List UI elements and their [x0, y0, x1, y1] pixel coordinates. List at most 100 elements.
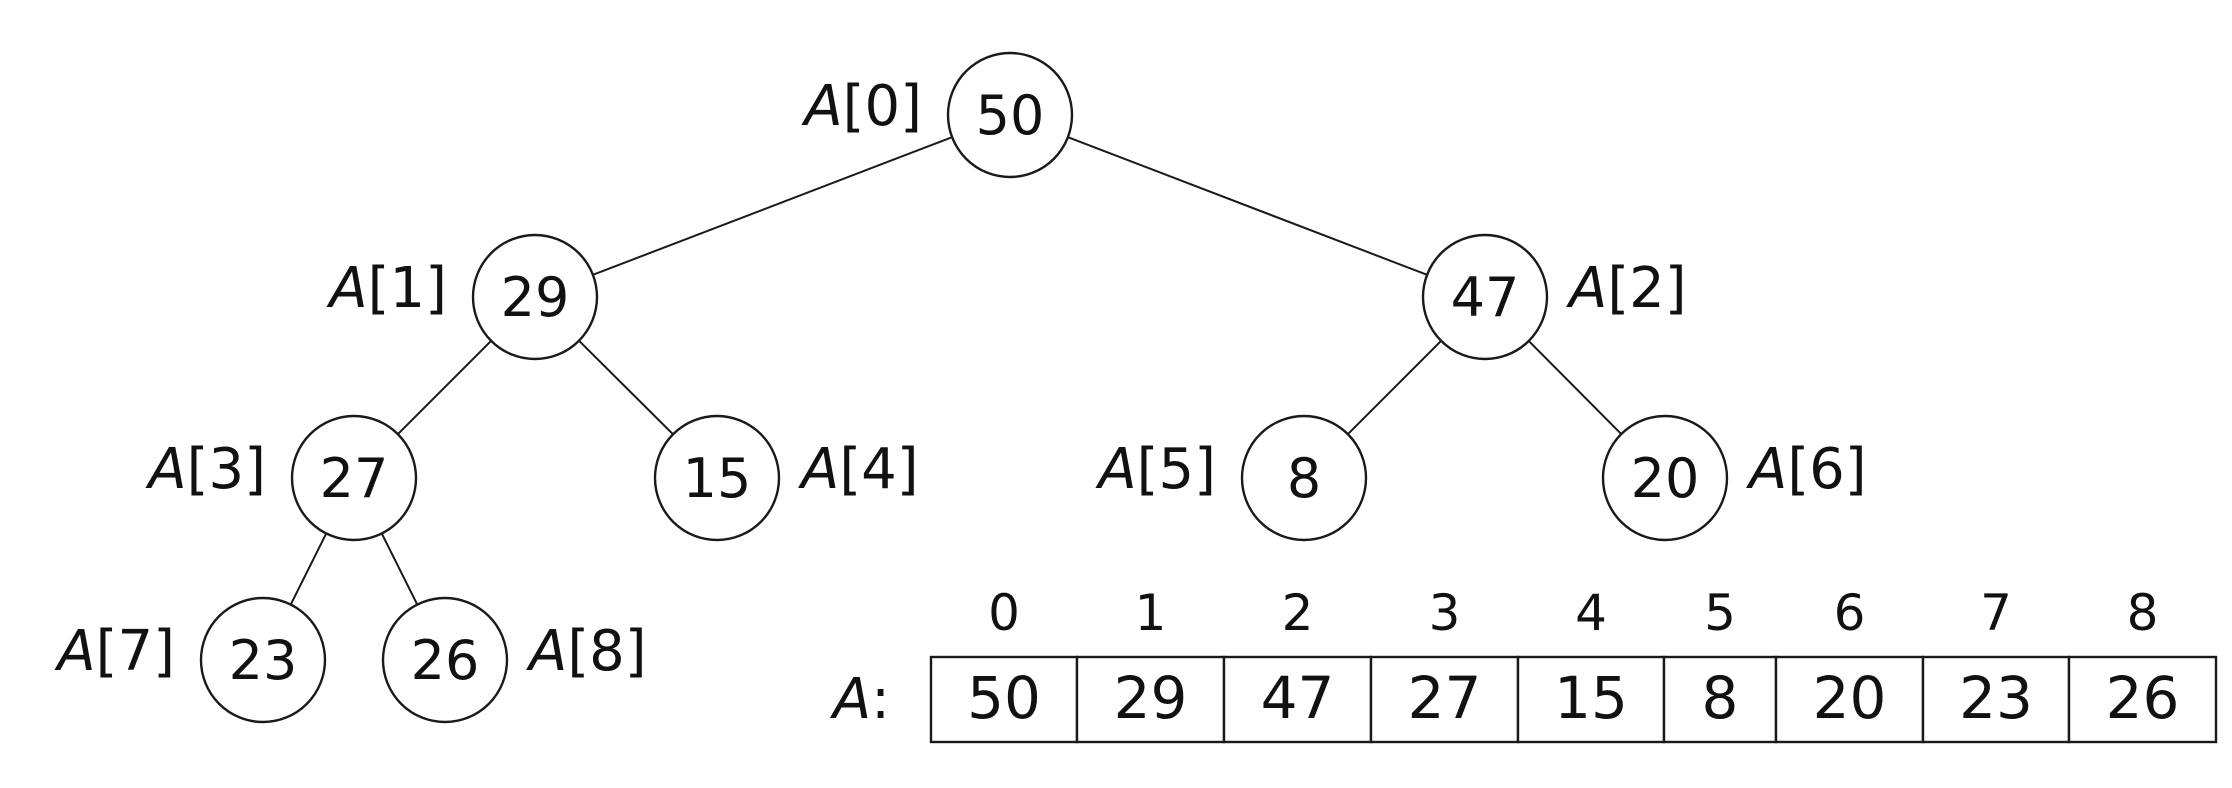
- slot-label-name: A: [1746, 437, 1787, 502]
- slot-label-index: [8]: [567, 619, 646, 684]
- node-circle: [290, 414, 418, 542]
- slot-label-1: A[1]: [326, 256, 447, 321]
- edge-3-8: [380, 533, 419, 605]
- slot-label-name: A: [1566, 256, 1607, 321]
- array-index-label: 2: [1282, 584, 1314, 642]
- node-circle: [1421, 233, 1549, 361]
- slot-label-name: A: [54, 619, 95, 684]
- edge-0-2: [1067, 136, 1428, 276]
- slot-label-index: [6]: [1787, 437, 1866, 502]
- slot-label-name: A: [526, 619, 567, 684]
- slot-label-index: [7]: [96, 619, 175, 684]
- node-value: 20: [1631, 447, 1700, 510]
- array-index-label: 1: [1135, 584, 1167, 642]
- tree-node-4: 15: [653, 414, 781, 542]
- array-cell-box: [1369, 655, 1520, 744]
- tree-node-8: 26: [381, 596, 509, 724]
- array-index-label: 3: [1429, 584, 1461, 642]
- slot-label-index: [5]: [1137, 437, 1216, 502]
- slot-label-index: [3]: [187, 437, 266, 502]
- array-cell-2: 472: [1222, 584, 1373, 744]
- array-index-label: 0: [988, 584, 1020, 642]
- edge-1-3: [397, 340, 492, 435]
- slot-label-index: [0]: [843, 74, 922, 139]
- slot-label-4: A[4]: [798, 437, 919, 502]
- array-cell-box: [2067, 655, 2218, 744]
- array-cell-4: 154: [1516, 584, 1666, 744]
- array-index-label: 6: [1834, 584, 1866, 642]
- slot-label-index: [4]: [839, 437, 918, 502]
- tree-node-6: 20: [1601, 414, 1729, 542]
- array-index-label: 8: [2127, 584, 2159, 642]
- edge-3-7: [289, 533, 328, 605]
- array-cell-value: 50: [967, 664, 1041, 732]
- node-value: 23: [229, 629, 298, 692]
- slot-label-name: A: [798, 437, 839, 502]
- edge-2-5: [1347, 340, 1442, 435]
- tree-node-1: 29: [471, 233, 599, 361]
- edge-0-1: [592, 136, 953, 276]
- node-value: 50: [976, 84, 1045, 147]
- array-cell-box: [1921, 655, 2071, 744]
- array-cell-value: 8: [1702, 664, 1739, 732]
- array-separator: :: [871, 667, 890, 732]
- node-circle: [653, 414, 781, 542]
- slot-label-8: A[8]: [526, 619, 647, 684]
- node-value: 27: [320, 447, 389, 510]
- node-circle: [1601, 414, 1729, 542]
- slot-label-name: A: [1095, 437, 1136, 502]
- array-cell-value: 47: [1261, 664, 1335, 732]
- node-circle: [1240, 414, 1368, 542]
- array-cell-5: 85: [1662, 584, 1778, 744]
- slot-labels: A[0]A[1]A[2]A[3]A[4]A[5]A[6]A[7]A[8]: [54, 74, 1866, 684]
- tree-node-2: 47: [1421, 233, 1549, 361]
- tree-node-5: 8: [1240, 414, 1368, 542]
- slot-label-7: A[7]: [54, 619, 175, 684]
- array-cell-value: 26: [2106, 664, 2180, 732]
- node-value: 8: [1287, 447, 1321, 510]
- slot-label-3: A[3]: [145, 437, 266, 502]
- array-index-label: 4: [1575, 584, 1607, 642]
- array-cell-value: 27: [1408, 664, 1482, 732]
- array-cell-0: 500: [929, 584, 1079, 744]
- node-circle: [381, 596, 509, 724]
- node-circle: [946, 51, 1074, 179]
- array-cell-value: 15: [1554, 664, 1628, 732]
- edge-1-4: [578, 340, 674, 435]
- tree-node-0: 50: [946, 51, 1074, 179]
- slot-label-2: A[2]: [1566, 256, 1687, 321]
- node-circle: [199, 596, 327, 724]
- slot-label-6: A[6]: [1746, 437, 1867, 502]
- array-cell-1: 291: [1075, 584, 1226, 744]
- array-cell-7: 237: [1921, 584, 2071, 744]
- slot-label-5: A[5]: [1095, 437, 1216, 502]
- array-cell-8: 268: [2067, 584, 2218, 744]
- array-index-label: 7: [1980, 584, 2012, 642]
- array-cell-value: 20: [1813, 664, 1887, 732]
- array-cell-value: 23: [1959, 664, 2033, 732]
- tree-node-7: 23: [199, 596, 327, 724]
- array-cell-box: [929, 655, 1079, 744]
- tree-node-3: 27: [290, 414, 418, 542]
- slot-label-0: A[0]: [801, 74, 922, 139]
- array-cell-box: [1774, 655, 1925, 744]
- node-circle: [471, 233, 599, 361]
- array-cell-6: 206: [1774, 584, 1925, 744]
- array-name-label: A:: [830, 667, 890, 732]
- array-cell-box: [1516, 655, 1666, 744]
- slot-label-name: A: [145, 437, 186, 502]
- node-value: 47: [1451, 266, 1520, 329]
- array-name: A: [830, 667, 871, 732]
- array-cell-box: [1662, 655, 1778, 744]
- node-value: 15: [683, 447, 752, 510]
- node-value: 26: [411, 629, 480, 692]
- array-cell-box: [1222, 655, 1373, 744]
- tree-edges: [289, 136, 1622, 605]
- slot-label-name: A: [326, 256, 367, 321]
- slot-label-index: [2]: [1607, 256, 1686, 321]
- array-cell-value: 29: [1114, 664, 1188, 732]
- edge-2-6: [1528, 340, 1622, 435]
